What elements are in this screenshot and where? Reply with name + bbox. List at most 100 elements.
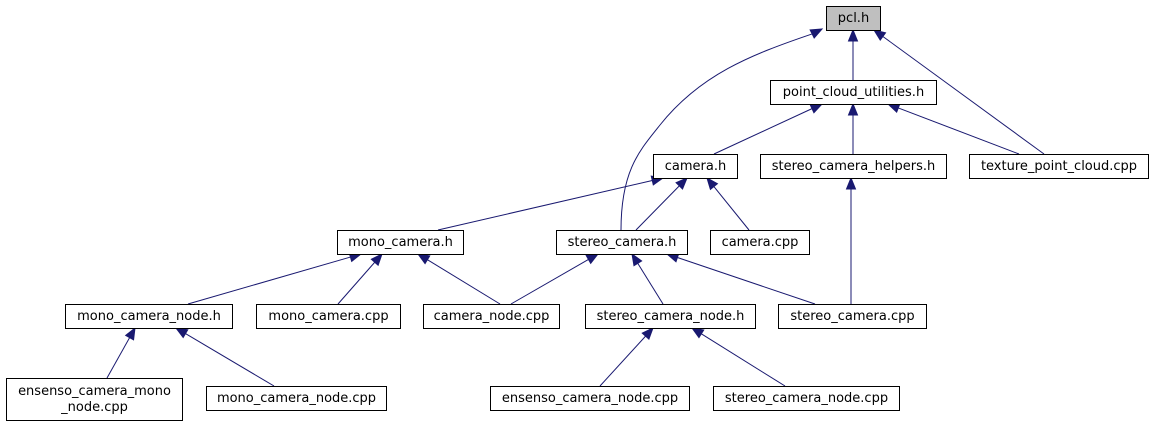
node-box[interactable]	[206, 386, 387, 411]
edge-texture_point_cloud_cpp-to-pcl_h	[872, 29, 1045, 155]
edge-arrowhead	[631, 252, 643, 267]
edge-point_cloud_utilities_h-to-pcl_h	[847, 28, 859, 80]
node-box[interactable]	[490, 386, 690, 411]
node-box[interactable]	[826, 6, 881, 31]
node-mono_camera_cpp[interactable]: mono_camera.cpp	[256, 304, 401, 329]
node-label: camera.cpp	[722, 235, 799, 250]
node-box[interactable]	[256, 304, 401, 329]
node-texture_point_cloud_cpp[interactable]: texture_point_cloud.cpp	[969, 154, 1149, 179]
edge-ensenso_camera_node_cpp-to-stereo_camera_node_h	[599, 327, 654, 387]
edge-line	[701, 333, 786, 387]
edge-camera_node_cpp-to-mono_camera_h	[416, 253, 501, 305]
edge-arrowhead	[370, 253, 383, 267]
edge-arrowhead	[872, 29, 887, 42]
edge-camera_cpp-to-camera_h	[706, 176, 750, 231]
edge-arrowhead	[641, 327, 654, 341]
edge-arrowhead	[706, 176, 719, 191]
node-stereo_camera_helpers_h[interactable]: stereo_camera_helpers.h	[760, 154, 947, 179]
edge-stereo_camera_h-to-camera_h	[635, 177, 688, 231]
node-camera_node_cpp[interactable]: camera_node.cpp	[423, 304, 560, 329]
node-label: texture_point_cloud.cpp	[981, 159, 1137, 174]
edge-line	[713, 186, 750, 231]
edge-line	[882, 36, 1045, 155]
edge-line	[898, 107, 1020, 155]
node-box[interactable]	[969, 154, 1149, 179]
edge-stereo_camera_node_cpp-to-stereo_camera_node_h	[690, 327, 786, 387]
edge-stereo_camera_cpp-to-stereo_camera_helpers_h	[845, 176, 857, 304]
edge-line	[637, 263, 664, 305]
edge-arrowhead	[416, 253, 431, 265]
node-box[interactable]	[760, 154, 947, 179]
node-ensenso_camera_mono_node_cpp[interactable]: ensenso_camera_mono_node.cpp	[6, 378, 183, 421]
node-label: stereo_camera_node.cpp	[725, 391, 888, 406]
edge-line	[437, 179, 653, 231]
node-ensenso_camera_node_cpp[interactable]: ensenso_camera_node.cpp	[490, 386, 690, 411]
node-box[interactable]	[556, 230, 688, 255]
node-label: pcl.h	[838, 11, 869, 26]
node-box[interactable]	[778, 304, 927, 329]
edge-line	[106, 337, 131, 379]
edge-mono_camera_cpp-to-mono_camera_h	[337, 253, 383, 305]
edge-arrowhead	[124, 326, 136, 341]
edge-line	[185, 333, 275, 387]
node-label: stereo_camera.cpp	[790, 309, 914, 324]
node-label: stereo_camera.h	[568, 235, 677, 250]
edge-line	[635, 185, 680, 231]
node-label: mono_camera_node.cpp	[217, 391, 376, 406]
node-mono_camera_h[interactable]: mono_camera.h	[337, 230, 464, 255]
edge-arrowhead	[847, 28, 859, 42]
node-box[interactable]	[585, 304, 756, 329]
node-box[interactable]	[710, 230, 810, 255]
edge-texture_point_cloud_cpp-to-point_cloud_utilities_h	[886, 103, 1020, 155]
edge-stereo_camera_h-to-pcl_h	[620, 28, 824, 231]
node-box[interactable]	[653, 154, 738, 179]
edge-stereo_camera_cpp-to-stereo_camera_h	[665, 252, 816, 305]
node-label: ensenso_camera_mono	[18, 384, 171, 399]
node-point_cloud_utilities_h[interactable]: point_cloud_utilities.h	[770, 80, 937, 105]
node-pcl_h[interactable]: pcl.h	[826, 6, 881, 31]
node-mono_camera_node_cpp[interactable]: mono_camera_node.cpp	[206, 386, 387, 411]
edge-line	[510, 259, 589, 305]
node-box[interactable]	[65, 304, 233, 329]
node-camera_cpp[interactable]: camera.cpp	[710, 230, 810, 255]
edge-line	[337, 261, 376, 305]
edge-arrowhead	[690, 327, 705, 339]
edge-arrowhead	[174, 327, 189, 339]
edge-camera_node_cpp-to-stereo_camera_h	[510, 253, 600, 305]
node-box[interactable]	[6, 378, 183, 421]
edge-camera_h-to-point_cloud_utilities_h	[713, 103, 824, 155]
node-label: stereo_camera_node.h	[597, 309, 745, 324]
node-label: ensenso_camera_node.cpp	[502, 391, 678, 406]
edge-arrowhead	[809, 103, 824, 114]
edge-mono_camera_node_h-to-mono_camera_h	[187, 252, 363, 305]
node-stereo_camera_h[interactable]: stereo_camera.h	[556, 230, 688, 255]
node-label: mono_camera_node.h	[77, 309, 221, 324]
edge-line	[677, 257, 816, 305]
node-camera_h[interactable]: camera.h	[653, 154, 738, 179]
edge-mono_camera_node_cpp-to-mono_camera_node_h	[174, 327, 275, 387]
node-mono_camera_node_h[interactable]: mono_camera_node.h	[65, 304, 233, 329]
edge-line	[187, 256, 351, 305]
edge-arrowhead	[585, 253, 600, 265]
edge-mono_camera_h-to-camera_h	[437, 175, 665, 231]
edge-arrowhead	[845, 176, 857, 190]
node-stereo_camera_node_cpp[interactable]: stereo_camera_node.cpp	[713, 386, 900, 411]
edge-arrowhead	[809, 28, 824, 39]
graph-nodes: pcl.h point_cloud_utilities.h camera.h ster…	[6, 6, 1149, 421]
node-label: _node.cpp	[60, 400, 128, 415]
node-box[interactable]	[337, 230, 464, 255]
node-stereo_camera_cpp[interactable]: stereo_camera.cpp	[778, 304, 927, 329]
node-label: stereo_camera_helpers.h	[772, 159, 936, 174]
edge-line	[713, 108, 813, 155]
edge-arrowhead	[847, 102, 859, 116]
edge-stereo_camera_node_h-to-stereo_camera_h	[631, 252, 664, 305]
edge-line	[620, 33, 813, 231]
node-stereo_camera_node_h[interactable]: stereo_camera_node.h	[585, 304, 756, 329]
node-box[interactable]	[713, 386, 900, 411]
node-label: camera.h	[665, 159, 726, 174]
edge-line	[427, 259, 501, 305]
node-box[interactable]	[770, 80, 937, 105]
node-box[interactable]	[423, 304, 560, 329]
edge-ensenso_camera_mono_node_cpp-to-mono_camera_node_h	[106, 326, 136, 379]
